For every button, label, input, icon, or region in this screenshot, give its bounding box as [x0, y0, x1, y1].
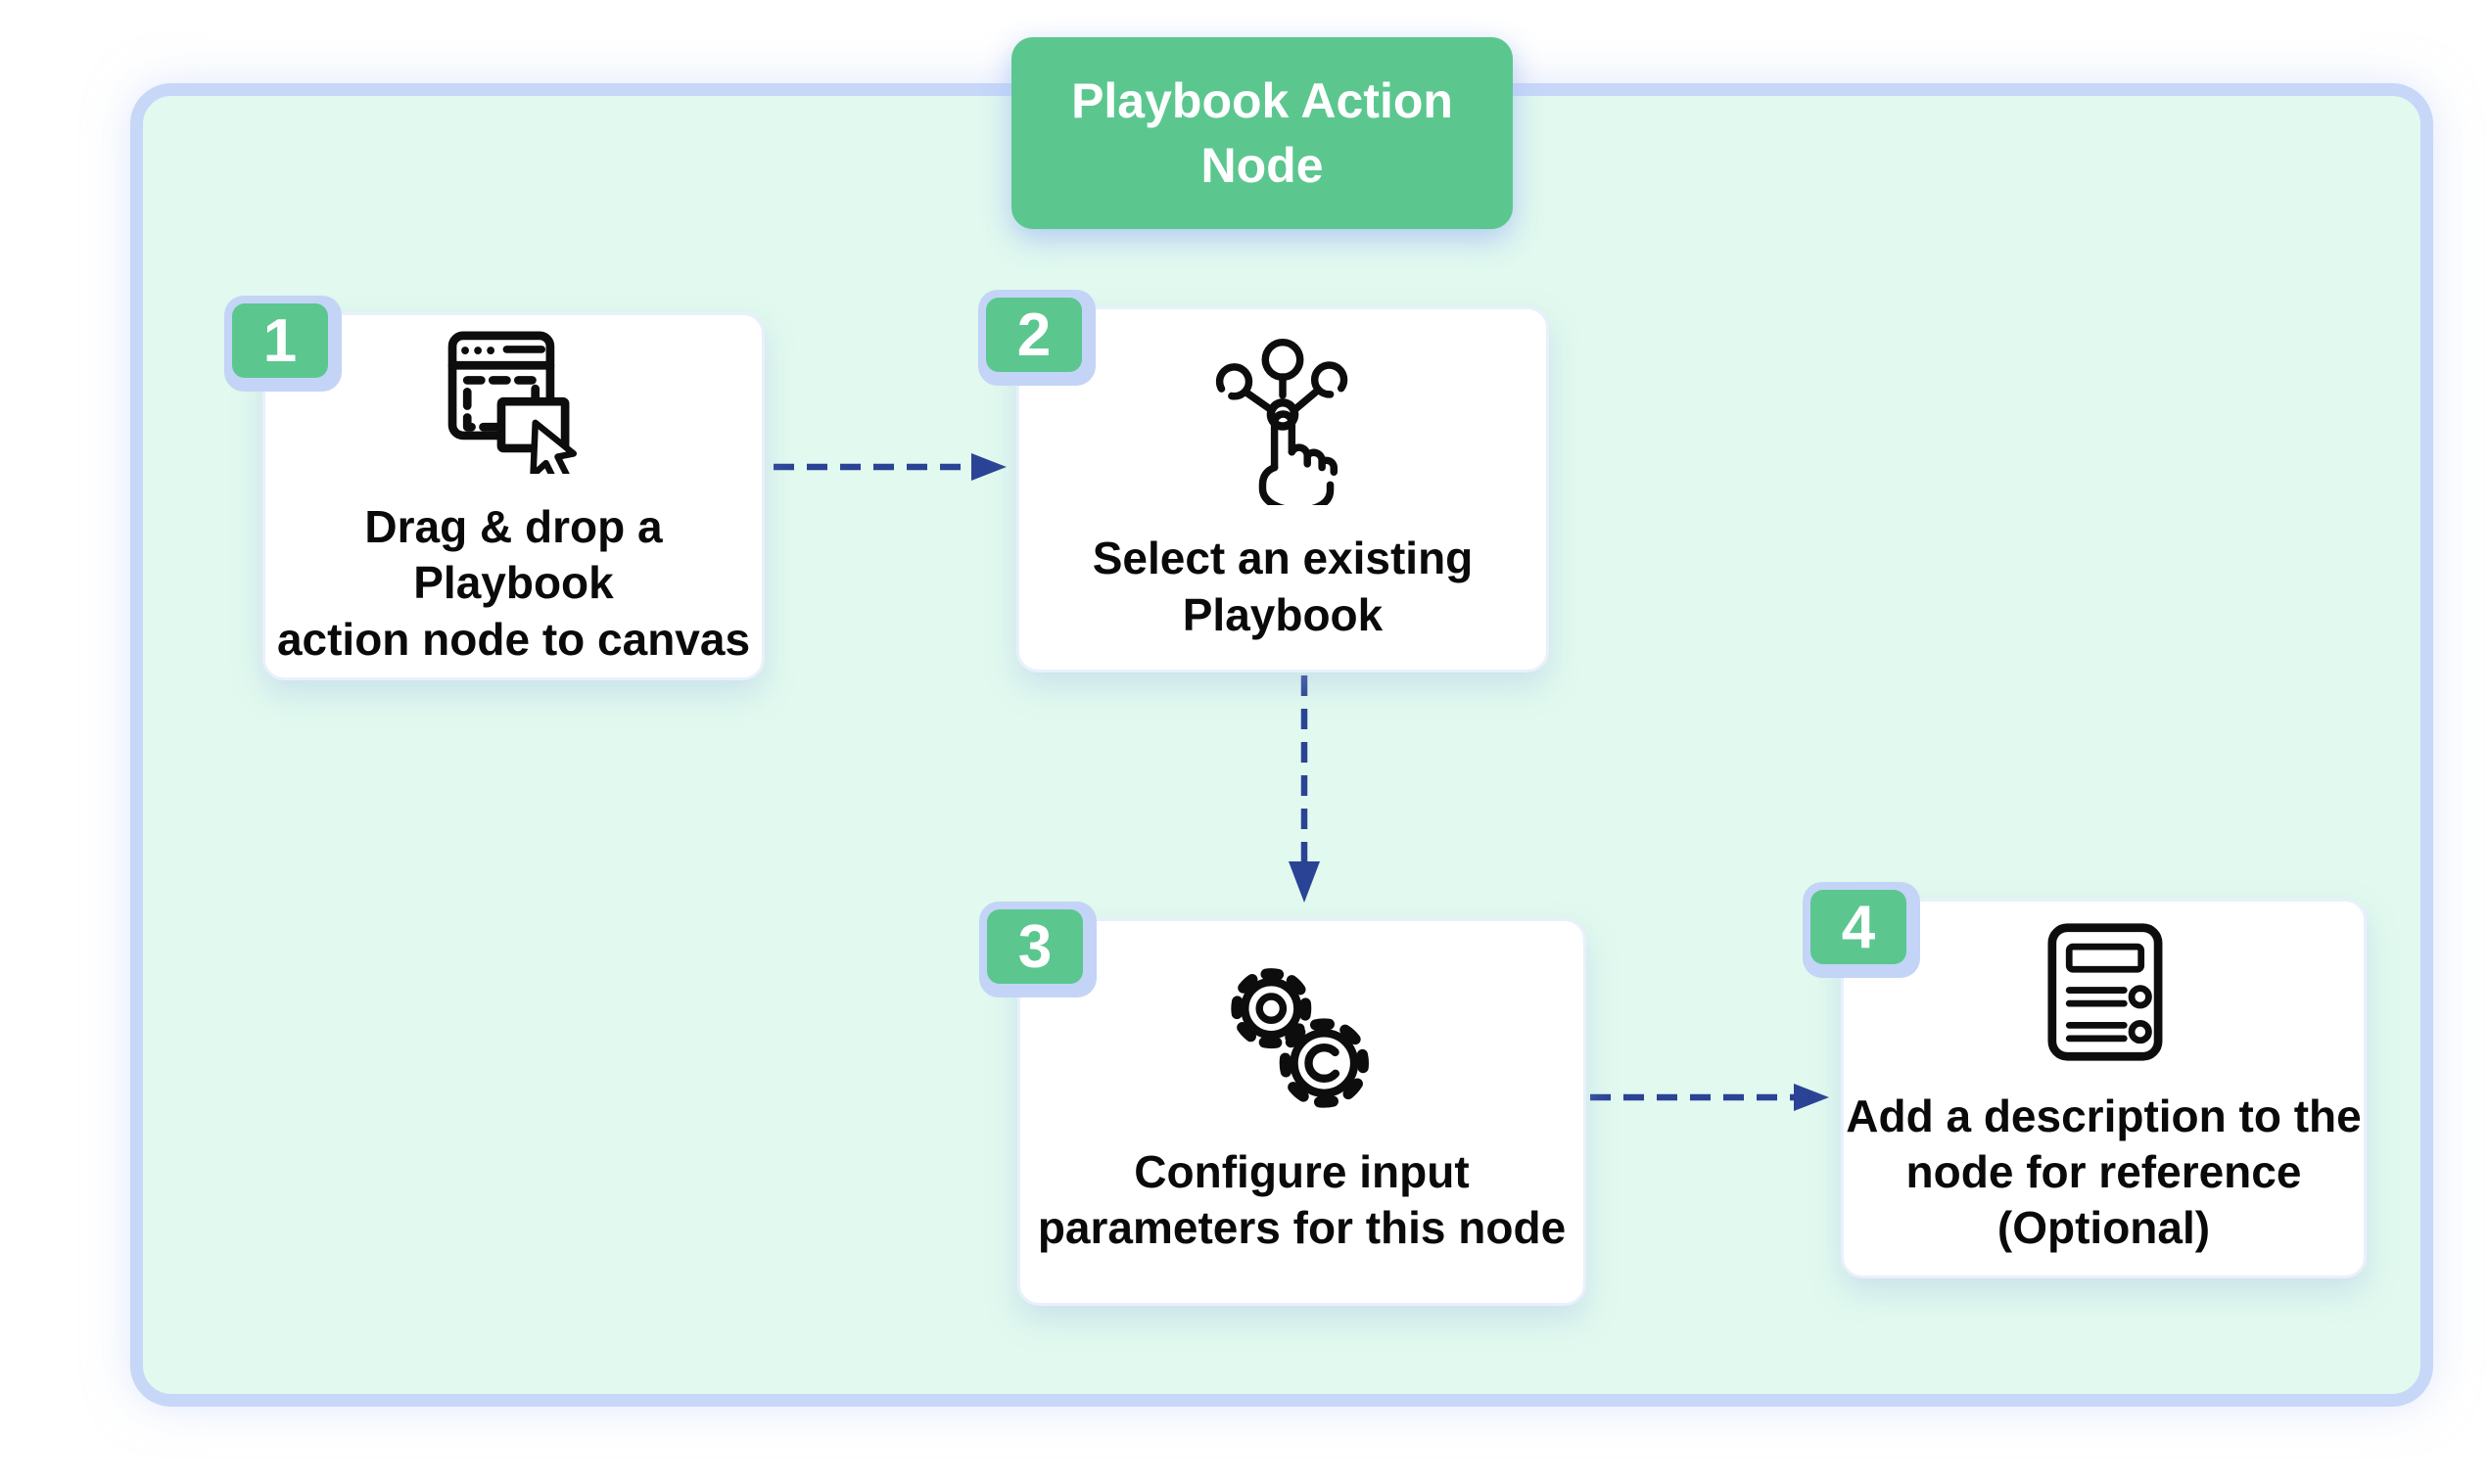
connector-arrow-1-to-2	[774, 453, 1007, 481]
step-1-number: 1	[232, 303, 328, 378]
gears-icon	[1231, 968, 1369, 1108]
step-4-number-badge: 4	[1803, 882, 1920, 978]
step-card-1: 1 Drag & drop a Playbook action node to …	[224, 296, 765, 680]
step-3-number: 3	[987, 909, 1083, 984]
connector-arrow-3-to-4	[1590, 1084, 1829, 1111]
step-3-number-badge: 3	[979, 902, 1097, 997]
diagram-title: Playbook Action Node	[1011, 37, 1513, 229]
step-4-number: 4	[1810, 890, 1906, 964]
description-list-icon	[2046, 923, 2162, 1061]
step-card-2: 2 Select an existing Playbook	[978, 290, 1549, 672]
step-card-4: 4 Add a description to the node for refe…	[1803, 882, 2367, 1278]
step-2-number: 2	[986, 298, 1082, 372]
step-3-label: Configure input parameters for this node	[1037, 1145, 1567, 1253]
drag-drop-cursor-icon	[447, 331, 577, 475]
step-card-3: 3 Configure input parameters for this no…	[979, 902, 1586, 1306]
step-1-label: Drag & drop a Playbook action node to ca…	[276, 501, 751, 665]
connector-arrow-2-to-3	[1289, 675, 1320, 903]
step-2-label: Select an existing Playbook	[1092, 533, 1474, 640]
step-2-number-badge: 2	[978, 290, 1096, 386]
step-4-label: Add a description to the node for refere…	[1846, 1090, 2362, 1254]
select-node-hand-icon	[1215, 339, 1348, 506]
step-1-number-badge: 1	[224, 296, 342, 392]
